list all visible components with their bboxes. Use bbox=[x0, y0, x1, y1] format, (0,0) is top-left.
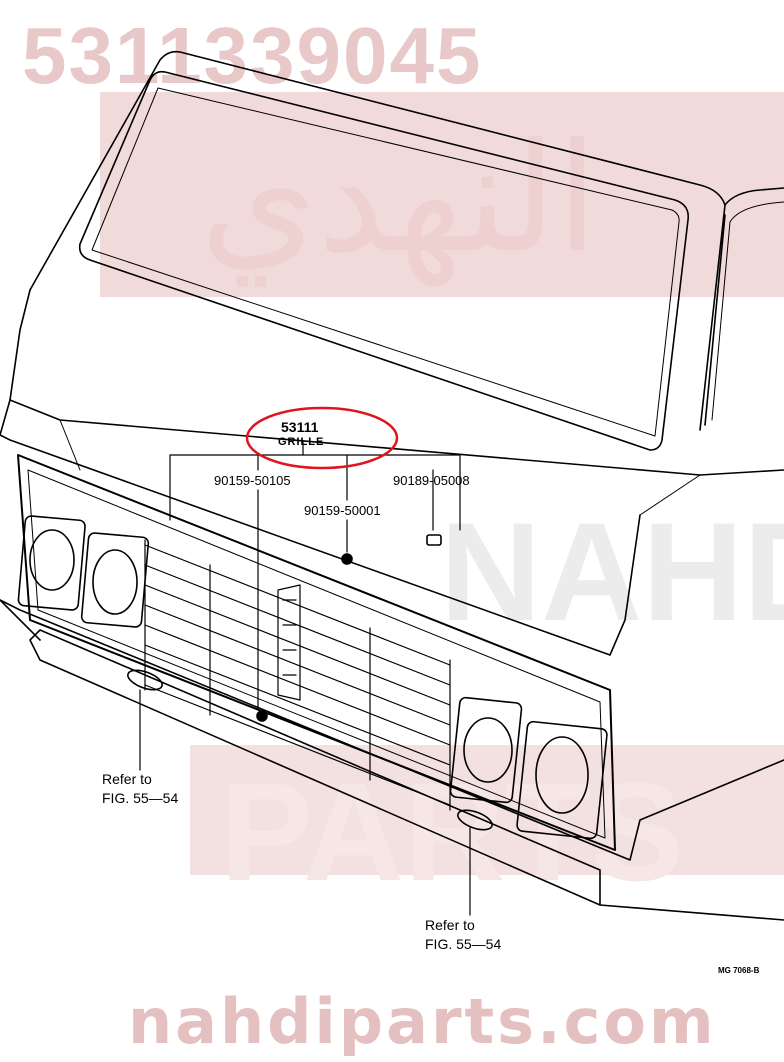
side-marker-left bbox=[127, 669, 163, 691]
side-marker-right bbox=[457, 809, 493, 831]
headlight-left-outer-2 bbox=[80, 532, 150, 628]
grille-emblem bbox=[277, 584, 301, 701]
screw-90159-50001 bbox=[341, 553, 353, 565]
watermark-part-number: 5311339045 bbox=[22, 11, 483, 100]
clip-90189-05008 bbox=[426, 534, 442, 546]
watermark-band-bottom bbox=[190, 745, 784, 875]
callout-90159-50105: 90159-50105 bbox=[214, 473, 291, 488]
refer-left-line1: Refer to bbox=[102, 771, 152, 787]
grille-frame-outer bbox=[17, 454, 616, 851]
windshield-inner bbox=[91, 87, 680, 437]
cowl-crease bbox=[59, 419, 701, 516]
grille-part-number: 53111 bbox=[281, 419, 319, 435]
bumper-edge bbox=[0, 599, 784, 921]
screw-90159-50105 bbox=[256, 710, 268, 722]
grille-highlight-ellipse bbox=[245, 406, 399, 470]
cab-roof-outline bbox=[29, 50, 726, 431]
side-window-inner bbox=[711, 201, 784, 421]
headlight-right-lamp-2 bbox=[535, 736, 589, 814]
headlight-left-lamp-1 bbox=[29, 529, 75, 591]
watermark-site: nahdiparts.com bbox=[128, 985, 717, 1058]
windshield-outer bbox=[78, 70, 690, 451]
headlight-right-outer-2 bbox=[516, 720, 608, 840]
refer-left-line2: FIG. 55—54 bbox=[102, 790, 179, 806]
front-panel-outline bbox=[0, 399, 641, 656]
front-panel-lower bbox=[0, 599, 784, 861]
headlight-right-outer-1 bbox=[449, 696, 523, 804]
cowl-line bbox=[9, 289, 784, 476]
grille-part-name: GRILLE bbox=[278, 436, 325, 448]
refer-right-line2: FIG. 55—54 bbox=[425, 936, 502, 952]
headlight-left-outer bbox=[17, 515, 86, 611]
callout-90189-05008: 90189-05008 bbox=[393, 473, 470, 488]
headlight-left-lamp-2 bbox=[92, 549, 138, 615]
watermark-latin-text: NAHDI bbox=[440, 493, 784, 650]
drawing-code: MG 7068-B bbox=[718, 966, 760, 975]
grille-frame-inner bbox=[27, 469, 606, 839]
leader-lines bbox=[139, 441, 471, 916]
headlight-right-lamp-1 bbox=[463, 717, 513, 783]
watermark-band-top bbox=[100, 92, 784, 297]
side-window bbox=[704, 187, 784, 426]
refer-right-line1: Refer to bbox=[425, 917, 475, 933]
bumper-outline bbox=[29, 629, 601, 906]
callout-90159-50001: 90159-50001 bbox=[304, 503, 381, 518]
grille-bars bbox=[144, 539, 451, 811]
